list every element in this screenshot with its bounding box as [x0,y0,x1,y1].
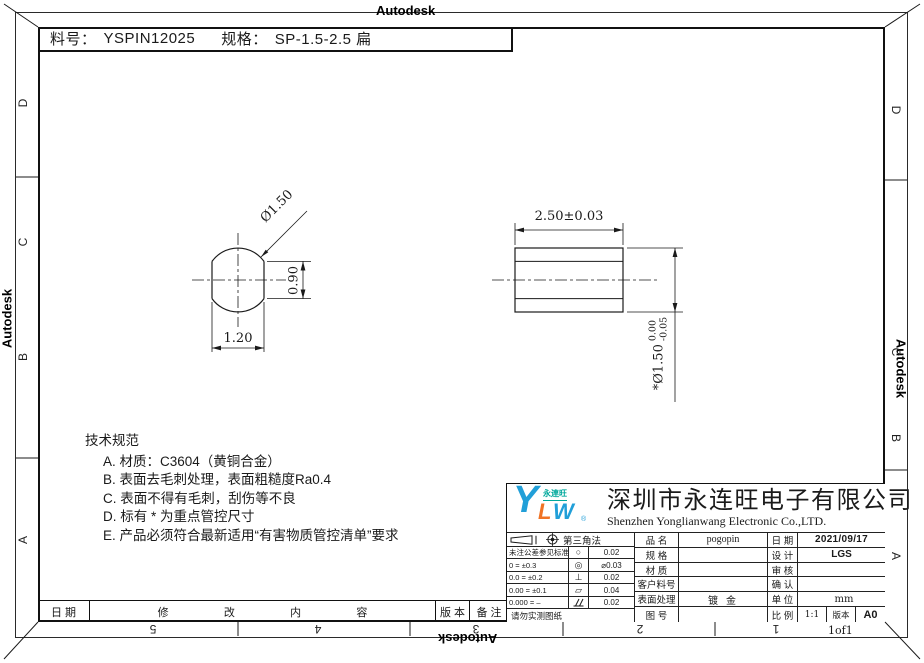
watermark-left: Autodesk [0,288,15,349]
note-item: E. 产品必须符合最新适用“有害物质管控清单”要求 [103,527,399,543]
field-label: 单 位 [768,592,798,606]
zone-col-4: 4 [314,622,322,636]
approval-fields: 日 期 2021/09/17 设 计 LGS 审 核 确 认 单 位 mm 比 例 1… [768,533,885,622]
dim-diameter-side: *Ø1.50 0.00 -0.05 [647,306,669,402]
spec-value: SP-1.5-2.5 扁 [274,31,372,48]
designer-value: LGS [831,549,852,561]
company-name-en: Shenzhen Yonglianwang Electronic Co.,LTD… [607,514,827,528]
version-value: A0 [863,608,878,621]
note-item: B. 表面去毛刺处理，表面粗糙度Ra0.4 [103,472,332,487]
note-item: D. 标有 * 为重点管控尺寸 [103,509,255,524]
revision-content-header: 修 改 内 容 [157,606,368,619]
revision-remark-header: 备 注 [469,601,508,622]
dim-length-side: 2.50±0.03 [534,209,604,224]
circularity-icon: ○ [569,547,589,559]
checker-value [798,563,885,577]
zone-col-3: 3 [472,622,480,636]
zone-row-c-left: C [16,237,30,247]
date-value: 2021/09/17 [814,534,869,546]
customer-part-no-value [679,577,767,591]
unit-value: mm [834,593,854,605]
logo-w-glyph: W [553,499,574,524]
field-label: 品 名 [635,533,679,547]
logo-y-glyph: Y [513,479,539,521]
company-band: Y 永連旺 L W ® 深圳市永连旺电子有限公司 Shenzhen Yongli… [507,479,912,533]
zone-row-c-right: C [889,347,903,357]
tolerance-table: 第三角法 未注公差参见标准 ○ 0.02 0 = ±0.3 ◎ ⌀0.03 0.… [507,533,635,622]
note-item: C. 表面不得有毛刺，刮伤等不良 [103,490,296,506]
field-label: 规 格 [635,547,679,562]
sheet-number: 1of1 [828,624,853,637]
perpendicularity-icon: ⊥ [569,571,589,584]
logo-l-glyph: L [538,499,552,524]
zone-row-a-right: A [889,551,903,560]
part-fields: 品 名 pogopin 规 格 材 质 客户料号 表面处理 镀金 图 号 [635,533,768,622]
projection-method-label: 第三角法 [563,535,602,547]
dim-diameter-side-main: *Ø1.50 [651,344,667,391]
scale-label: 比 例 [768,607,798,622]
part-no-value: YSPIN12025 [103,30,196,47]
field-label: 客户料号 [635,577,679,591]
surface-finish-value: 镀金 [708,595,744,607]
zone-row-a-left: A [16,536,30,545]
zone-row-b-left: B [16,353,30,362]
field-label: 材 质 [635,562,679,577]
field-label: 设 计 [768,547,798,562]
logo-registered-mark: ® [581,516,587,523]
approver-value [798,577,885,591]
version-label: 版本 [827,607,856,622]
zone-col-1: 1 [772,622,780,636]
field-label: 确 认 [768,577,798,591]
dim-flat-height: 0.90 [286,266,302,295]
field-label: 日 期 [768,533,798,547]
technical-notes: 技术规范 A. 材质：C3604（黄铜合金） B. 表面去毛刺处理，表面粗糙度R… [85,432,399,545]
scale-value: 1:1 [798,607,827,622]
field-label: 图 号 [635,607,679,622]
revision-version-header: 版 本 [435,601,469,622]
note-item: A. 材质：C3604（黄铜合金） [103,453,281,469]
zone-col-5: 5 [149,622,157,636]
do-not-measure-note: 请勿实测图纸 [511,610,563,621]
logo-mini-text: 永連旺 [543,488,567,501]
zone-row-d-left: D [16,98,30,108]
field-label: 审 核 [768,562,798,577]
spec-field-value [679,548,767,562]
revision-strip: 日 期 修 改 内 容 版 本 备 注 [38,600,508,622]
revision-date-header: 日 期 [38,601,90,622]
zone-row-d-right: D [889,105,903,115]
header-titlebar: 料号： YSPIN12025 规格： SP-1.5-2.5 扁 [38,27,513,52]
company-logo: Y 永連旺 L W ® [507,479,605,530]
watermark-top: Autodesk [376,3,436,18]
part-name-value: pogopin [706,534,740,546]
third-angle-projection-icon [546,533,559,546]
frustum-symbol-icon [510,534,537,545]
field-label: 表面处理 [635,592,679,606]
concentricity-icon: ◎ [569,559,589,571]
drawing-no-value [679,607,767,622]
title-block: Y 永連旺 L W ® 深圳市永连旺电子有限公司 Shenzhen Yongli… [506,479,912,622]
zone-col-2: 2 [636,622,644,636]
flatness-icon: ▱ [569,584,589,596]
dim-diameter-side-tolerance: 0.00 -0.05 [647,316,669,342]
company-name-cn: 深圳市永连旺电子有限公司 [607,487,913,514]
material-field-value [679,563,767,577]
dim-width-front: 1.20 [223,331,253,346]
spec-label: 规格： [221,31,268,48]
notes-title: 技术规范 [85,433,139,448]
zone-row-b-right: B [889,433,903,442]
part-no-label: 料号： [50,31,97,48]
total-runout-icon [569,596,589,609]
